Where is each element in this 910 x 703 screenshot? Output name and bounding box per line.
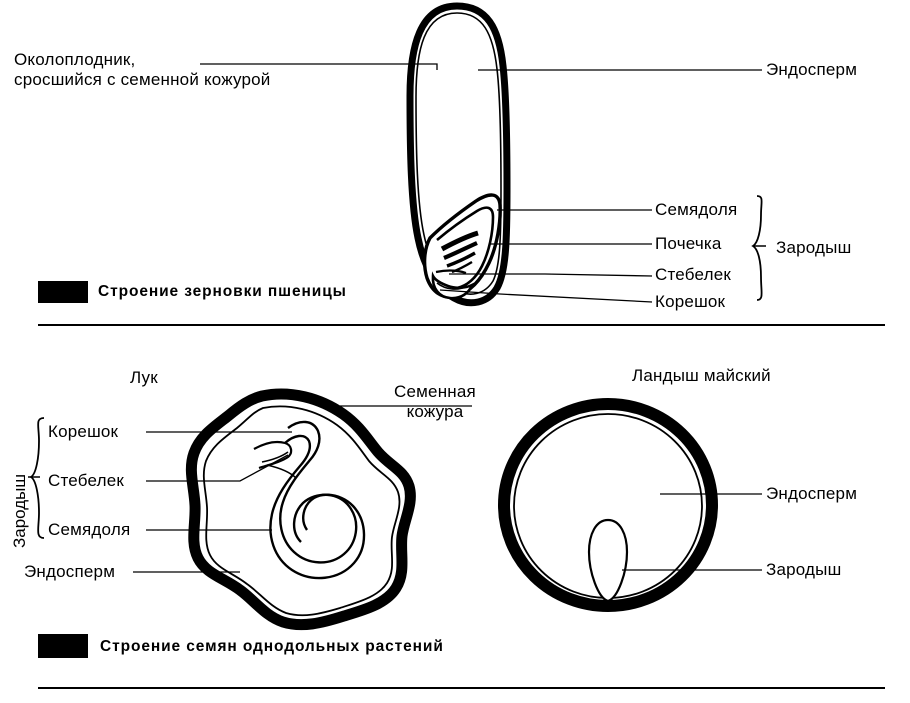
label-radicle-wheat: Корешок <box>655 292 726 311</box>
onion-leader-lines <box>133 405 472 573</box>
lily-seed-coat <box>498 398 718 612</box>
embryo-brace-bottom <box>29 417 45 539</box>
label-cotyledon-wheat: Семядоля <box>655 200 738 219</box>
label-embryo-group-wheat: Зародыш <box>776 238 852 257</box>
onion-seed-coat-inner <box>202 405 401 617</box>
seed-coat-inner-line <box>415 12 502 295</box>
label-embryo-group-onion: Зародыш <box>10 473 29 548</box>
label-endosperm-lily: Эндосперм <box>766 484 858 503</box>
label-stem-onion: Стебелек <box>48 471 124 490</box>
label-stem-wheat: Стебелек <box>655 265 731 284</box>
leader-pericarp <box>200 63 438 70</box>
lily-leader-lines <box>622 493 762 571</box>
label-cotyledon-onion: Семядоля <box>48 520 131 539</box>
lily-embryo <box>587 518 629 603</box>
leader-onion-stem <box>146 454 289 482</box>
divider-bottom <box>38 687 885 689</box>
embryo-brace-top <box>751 195 763 301</box>
leader-radicle <box>439 289 653 303</box>
onion-radicle-hook <box>253 440 293 470</box>
label-seed-coat: Семенная кожура <box>394 382 476 421</box>
label-endosperm-wheat: Эндосперм <box>766 60 858 79</box>
plumule-leaf-1 <box>440 230 479 252</box>
label-embryo-lily: Зародыш <box>766 560 842 579</box>
onion-radicle-hook-2 <box>261 451 289 463</box>
label-lily-title: Ландыш майский <box>632 366 771 385</box>
label-endosperm-onion: Эндосперм <box>24 562 116 581</box>
label-onion-title: Лук <box>130 368 158 387</box>
onion-stem-detail <box>266 464 297 479</box>
embryo-stem-shape <box>435 269 467 275</box>
plumule-leaf-3 <box>446 251 476 268</box>
lily-seed-illustration <box>498 398 718 612</box>
caption-marker-bottom <box>38 634 88 658</box>
radicle-shape <box>431 271 475 300</box>
onion-embryo-inner <box>269 434 366 580</box>
onion-seed-coat <box>185 388 416 631</box>
divider-top <box>38 324 885 326</box>
label-radicle-onion: Корешок <box>48 422 119 441</box>
caption-marker-top <box>38 281 88 303</box>
wheat-leader-lines <box>200 63 762 303</box>
label-plumule-wheat: Почечка <box>655 234 722 253</box>
caption-wheat-grain: Строение зерновки пшеницы <box>98 283 347 300</box>
plumule-leaf-2 <box>443 241 478 260</box>
onion-seed-illustration <box>185 388 416 631</box>
label-pericarp: Околоплодник, сросшийся с семенной кожур… <box>14 50 271 89</box>
leader-stem <box>449 273 653 277</box>
radicle-inner-line <box>436 282 468 290</box>
wheat-grain-illustration <box>406 2 511 307</box>
cotyledon-shape <box>436 206 495 290</box>
caption-monocot-seeds: Строение семян однодольных растений <box>100 638 444 655</box>
